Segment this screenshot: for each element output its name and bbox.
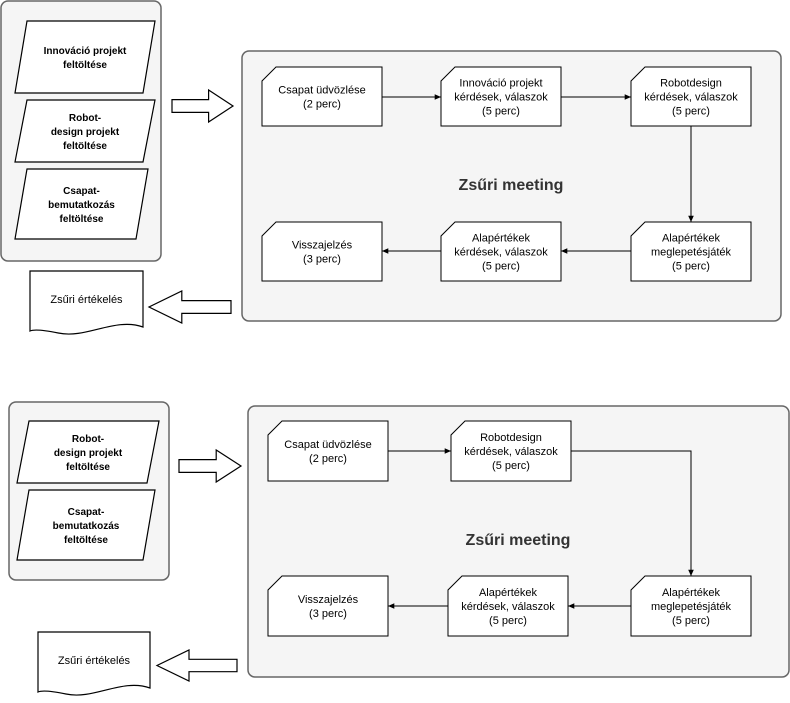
step-card-0: Csapat üdvözlése(2 perc) [261,66,383,127]
step-label: Visszajelzés(3 perc) [292,240,353,266]
parallelogram-shape [14,99,156,163]
output-document: Zsűri értékelés [37,631,151,696]
output-document: Zsűri értékelés [29,270,144,335]
document-shape [37,631,151,696]
card-shape [440,66,562,127]
step-card-0: Csapat üdvözlése(2 perc) [267,420,389,482]
parallelogram-shape [14,168,149,240]
card-shape [630,221,752,282]
step-card-4: Visszajelzés(3 perc) [267,575,389,637]
card-shape [267,420,389,482]
card-shape [261,66,383,127]
parallelogram-shape [16,420,160,484]
output-label: Zsűri értékelés [50,294,123,306]
meeting-title: Zsűri meeting [466,532,571,549]
big-arrow-out-2 [155,649,238,682]
card-shape [267,575,389,637]
output-label: Zsűri értékelés [58,655,131,667]
card-shape [447,575,569,637]
step-label: Csapat üdvözlése(2 perc) [284,439,371,465]
card-shape [450,420,572,482]
step-label: Visszajelzés(3 perc) [298,594,359,620]
step-card-5: Visszajelzés(3 perc) [261,221,383,282]
document-shape [29,270,144,335]
card-shape [261,221,383,282]
card-shape [630,575,752,637]
meeting-title: Zsűri meeting [459,177,564,194]
parallelogram-shape [14,20,156,94]
card-shape [440,221,562,282]
big-arrow-in-2 [178,448,243,484]
big-arrow-in-1 [171,88,235,124]
step-label: Csapat üdvözlése(2 perc) [278,85,365,111]
big-arrow-out-1 [147,290,232,324]
parallelogram-shape [16,489,156,561]
flow-arrow-d2-1 [571,450,694,576]
